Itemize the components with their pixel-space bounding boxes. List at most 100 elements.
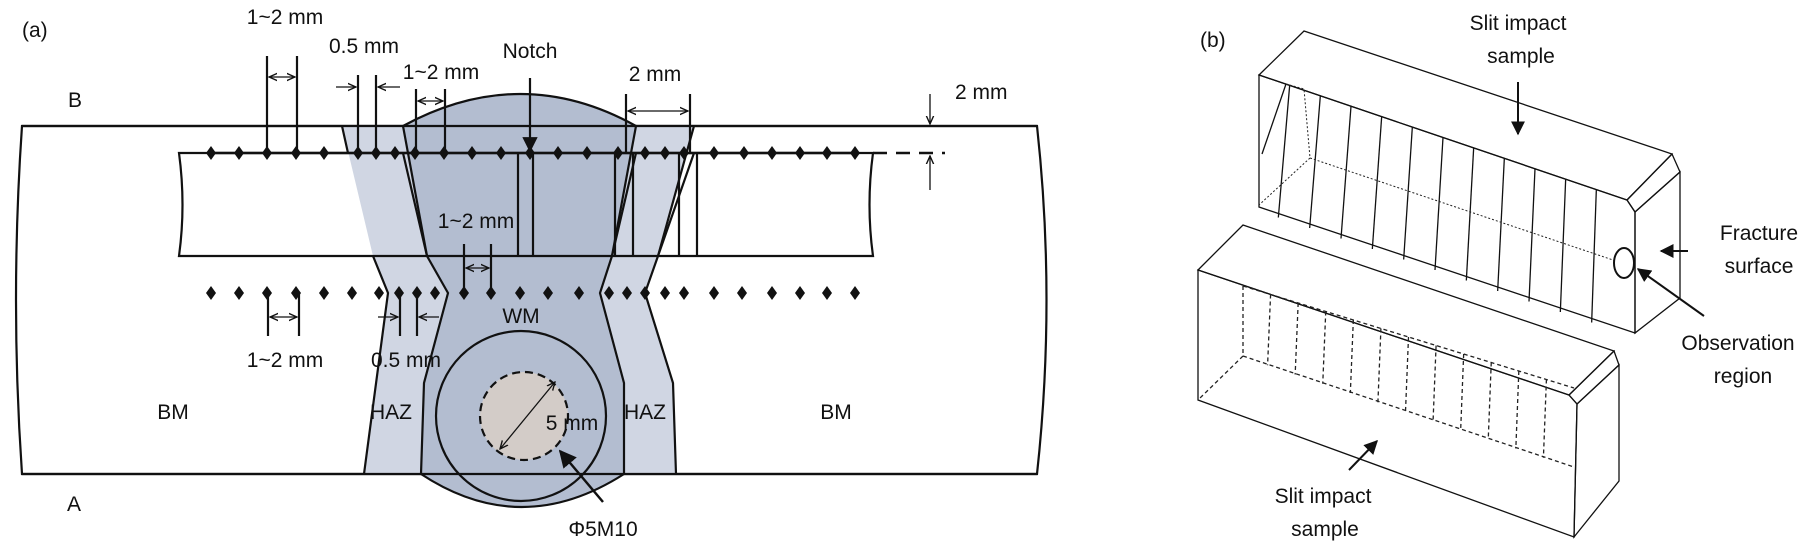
panel-b-label: (b) [1200, 29, 1226, 52]
hardness-point [795, 286, 805, 300]
hardness-point [543, 286, 553, 300]
dim-bottom-2-label: 0.5 mm [371, 349, 441, 372]
cut-line [1403, 127, 1413, 260]
cut-line [1559, 179, 1567, 313]
cut-line [1371, 116, 1383, 250]
hardness-point [660, 286, 670, 300]
hardness-point [709, 146, 719, 160]
cut-line [1294, 302, 1299, 375]
cut-line [1432, 345, 1437, 421]
hardness-point [822, 146, 832, 160]
dim-mid-label: 1~2 mm [438, 210, 514, 233]
hardness-point [390, 146, 400, 160]
specimen-label: Φ5M10 [568, 518, 637, 541]
dim-top-4-label: 2 mm [629, 63, 682, 86]
panel-a-label: (a) [22, 19, 48, 42]
cut-line [1404, 336, 1410, 412]
side-a-label: A [67, 493, 81, 516]
top-sample-label-1: Slit impact [1470, 12, 1567, 35]
observation-label-2: region [1714, 365, 1772, 388]
hardness-point [467, 146, 477, 160]
observation-label-1: Observation [1681, 332, 1794, 355]
hardness-point [347, 286, 357, 300]
hardness-point [795, 146, 805, 160]
haz-left-label: HAZ [370, 401, 412, 424]
lower-impact-sample [1196, 224, 1620, 539]
wm-label: WM [502, 305, 539, 328]
dim-top-2-label: 0.5 mm [329, 35, 399, 58]
cut-line [1377, 328, 1382, 403]
fusion-line-right [598, 125, 638, 474]
hardness-point [553, 146, 563, 160]
cut-line [1497, 158, 1505, 292]
fracture-surface [1634, 170, 1681, 335]
hardness-point [737, 286, 747, 300]
diameter-label: 5 mm [546, 412, 599, 435]
haz-boundary-left [340, 125, 390, 475]
hardness-point [234, 146, 244, 160]
hardness-point [739, 146, 749, 160]
specimen-arrow [558, 449, 604, 503]
hardness-point [767, 146, 777, 160]
fracture-label-2: surface [1725, 255, 1794, 278]
hardness-point [767, 286, 777, 300]
weld-specimen-circle [434, 329, 608, 503]
hardness-point [234, 286, 244, 300]
hardness-point [430, 286, 440, 300]
hardness-point [496, 146, 506, 160]
cut-line [1266, 294, 1272, 366]
cut-line [1322, 311, 1327, 384]
diameter-arrow [500, 382, 555, 449]
cut-line [1487, 362, 1492, 440]
cut-line [1340, 106, 1352, 239]
hardness-point [640, 146, 650, 160]
cut-line [1515, 370, 1520, 449]
cut-line [1591, 189, 1597, 323]
hardness-point [206, 146, 216, 160]
hardness-point [640, 286, 650, 300]
side-b-label: B [68, 89, 82, 112]
hardness-point [319, 146, 329, 160]
depth-dim-label: 2 mm [955, 81, 1008, 104]
hardness-point [679, 146, 689, 160]
cut-line [1465, 147, 1475, 281]
fracture-label-1: Fracture [1720, 222, 1798, 245]
dimension-lines [265, 56, 930, 336]
notch-lines [516, 153, 699, 256]
cut-line [1434, 137, 1444, 271]
cut-line [1542, 379, 1548, 458]
dim-bottom-1-label: 1~2 mm [247, 349, 323, 372]
bm-right-label: BM [820, 401, 852, 424]
hardness-point [613, 146, 623, 160]
hardness-point [582, 146, 592, 160]
hardness-point [679, 286, 689, 300]
notch-label: Notch [503, 40, 558, 63]
hardness-point [319, 286, 329, 300]
bottom-sample-label-2: sample [1291, 518, 1359, 541]
haz-right-label: HAZ [624, 401, 666, 424]
panel-b: (b) Slit impact sample Fracture surface [1196, 12, 1798, 541]
hardness-point [850, 146, 860, 160]
hardness-point [604, 286, 614, 300]
hardness-point [515, 286, 525, 300]
hardness-point [709, 286, 719, 300]
cut-line [1309, 95, 1321, 229]
hardness-point [206, 286, 216, 300]
specimen-strip [177, 151, 875, 258]
cut-line [1349, 319, 1354, 394]
cut-line [1277, 85, 1291, 218]
dim-top-3-label: 1~2 mm [403, 61, 479, 84]
bm-left-label: BM [157, 401, 189, 424]
fusion-line-left [401, 125, 450, 475]
upper-impact-sample [1257, 30, 1681, 335]
hardness-point [374, 286, 384, 300]
weld-metal-region [403, 94, 636, 507]
top-sample-label-2: sample [1487, 45, 1555, 68]
cut-line [1528, 168, 1536, 302]
observation-region [1613, 247, 1635, 279]
cut-line [1460, 353, 1465, 431]
hardness-point [822, 286, 832, 300]
dim-top-1-label: 1~2 mm [247, 6, 323, 29]
bottom-sample-label-1: Slit impact [1275, 485, 1372, 508]
